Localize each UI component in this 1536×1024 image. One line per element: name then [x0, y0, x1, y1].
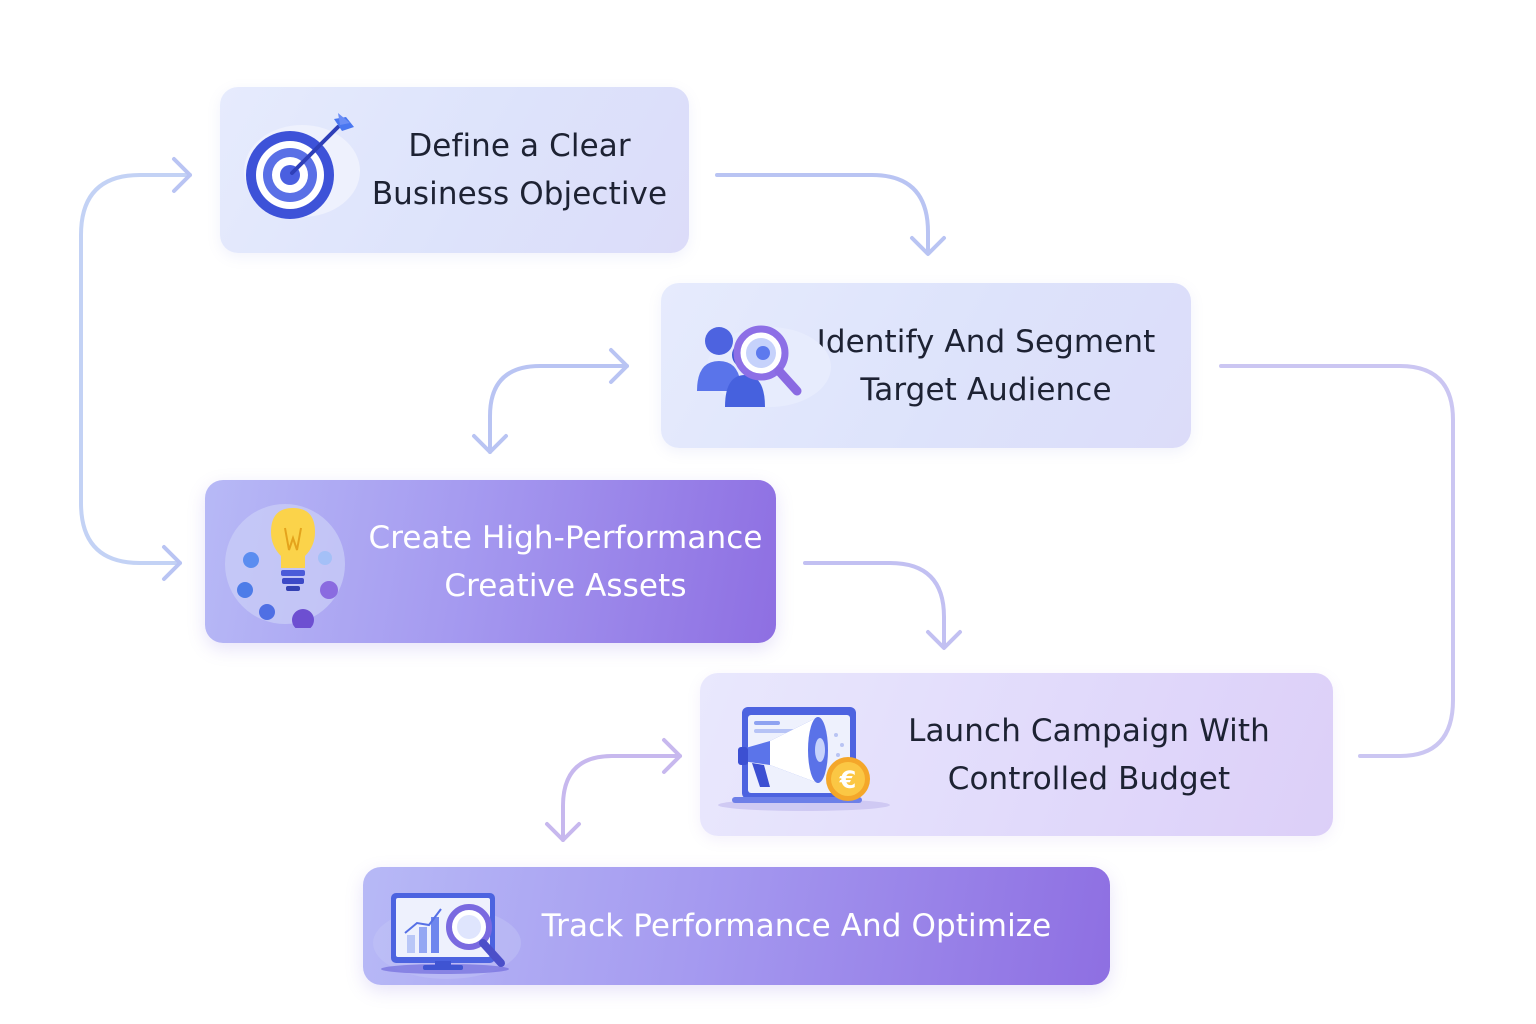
arrowhead-step4-left	[662, 738, 682, 774]
step-label: Define a Clear Business Objective	[371, 128, 668, 212]
arrow-loop-left	[79, 173, 192, 565]
arrow-step3-to-step4	[803, 561, 946, 649]
step-define-objective: Define a Clear Business Objective	[220, 87, 689, 253]
step-identify-audience: Identify And Segment Target Audience	[661, 283, 1191, 448]
step-label: Create High-Performance Creative Assets	[368, 519, 763, 604]
arrowhead-step2-right	[609, 348, 629, 384]
target-icon	[244, 113, 360, 219]
lightbulb-icon	[225, 504, 345, 628]
analytics-monitor-icon	[373, 893, 521, 979]
audience-search-icon	[697, 325, 831, 407]
step-track-optimize: Track Performance And Optimize	[363, 867, 1110, 985]
megaphone-euro-icon: €	[718, 707, 890, 811]
step-create-creatives: Create High-Performance Creative Assets	[205, 480, 776, 643]
arrowhead-step5-top	[545, 822, 581, 842]
step-launch-campaign: € Launch Campaign With Controlled Budget	[700, 673, 1333, 836]
step-label: Track Performance And Optimize	[541, 908, 1052, 944]
arrowhead-step3-left	[162, 545, 182, 581]
arrowhead-step3-top	[472, 434, 508, 454]
arrowhead-step4-top	[926, 630, 962, 650]
arrow-step2-to-step3	[488, 364, 629, 454]
arrow-step2-to-step4	[1219, 364, 1455, 758]
arrow-step4-to-step5	[561, 754, 682, 842]
arrowhead-step2	[910, 236, 946, 256]
step-label: Launch Campaign With Controlled Budget	[908, 712, 1270, 797]
arrowhead-step1-left	[172, 157, 192, 193]
svg-text:€: €	[839, 766, 857, 794]
step-label: Identify And Segment Target Audience	[816, 323, 1156, 408]
arrow-step1-to-step2	[715, 173, 930, 255]
